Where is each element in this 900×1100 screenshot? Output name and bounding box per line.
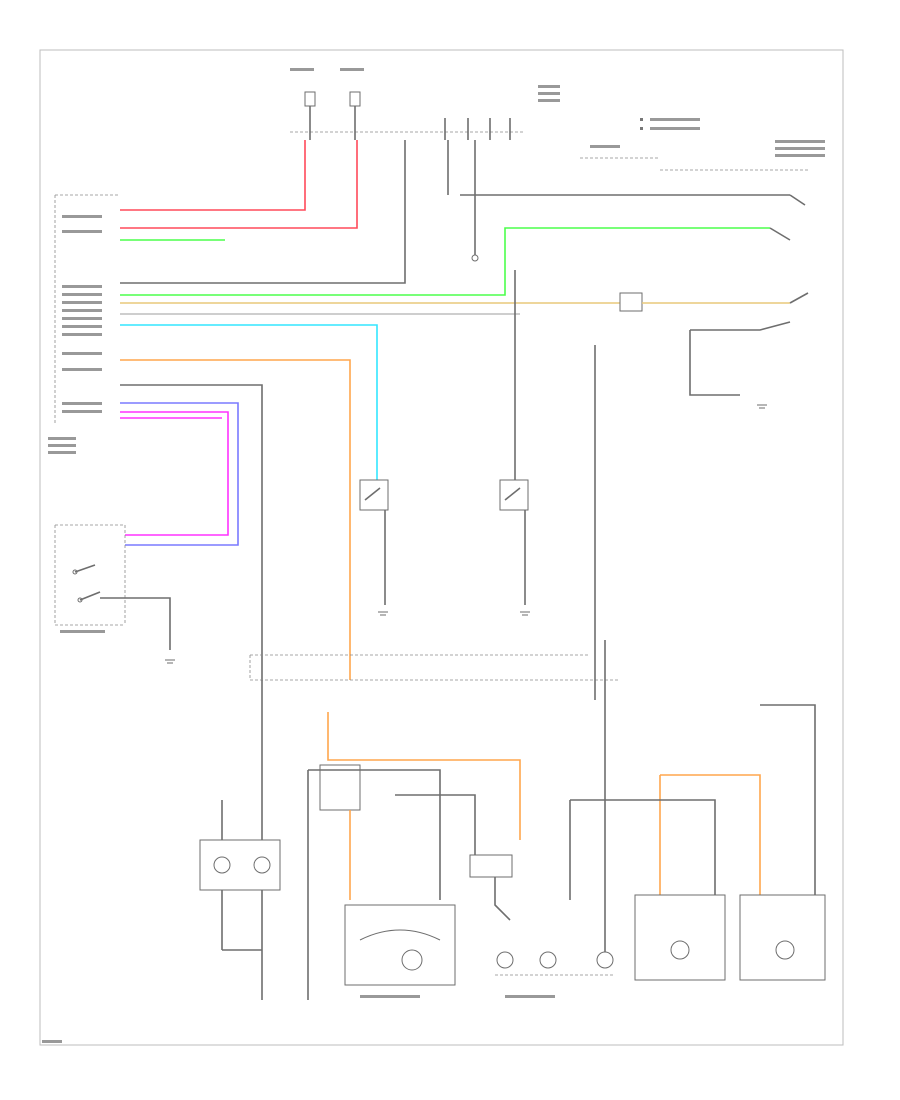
black-wires [120,140,479,284]
lower-left-lamps [199,680,309,1000]
control-lamps [494,877,615,998]
cyan-wire [120,324,378,485]
tan-wire [120,292,809,312]
orange-wire [120,359,351,680]
relay-left [359,479,389,605]
footer-mark [42,1040,62,1043]
right-lamps [569,704,826,981]
lower-connector [249,345,620,960]
green-wires [120,227,791,296]
front-headlamp [344,904,456,998]
magenta-blue-wires [120,402,239,546]
center-orange [308,712,521,900]
top-right-notes [460,118,825,206]
red-wires [120,140,358,229]
relay-right [499,479,529,605]
ground-symbols [165,404,767,664]
module-down-wire [120,384,263,680]
gray-wires [120,270,791,500]
diagram-frame [39,49,844,1046]
body-control-module [48,194,120,454]
fuse-block [290,68,560,140]
headlamp-switch [54,524,171,650]
